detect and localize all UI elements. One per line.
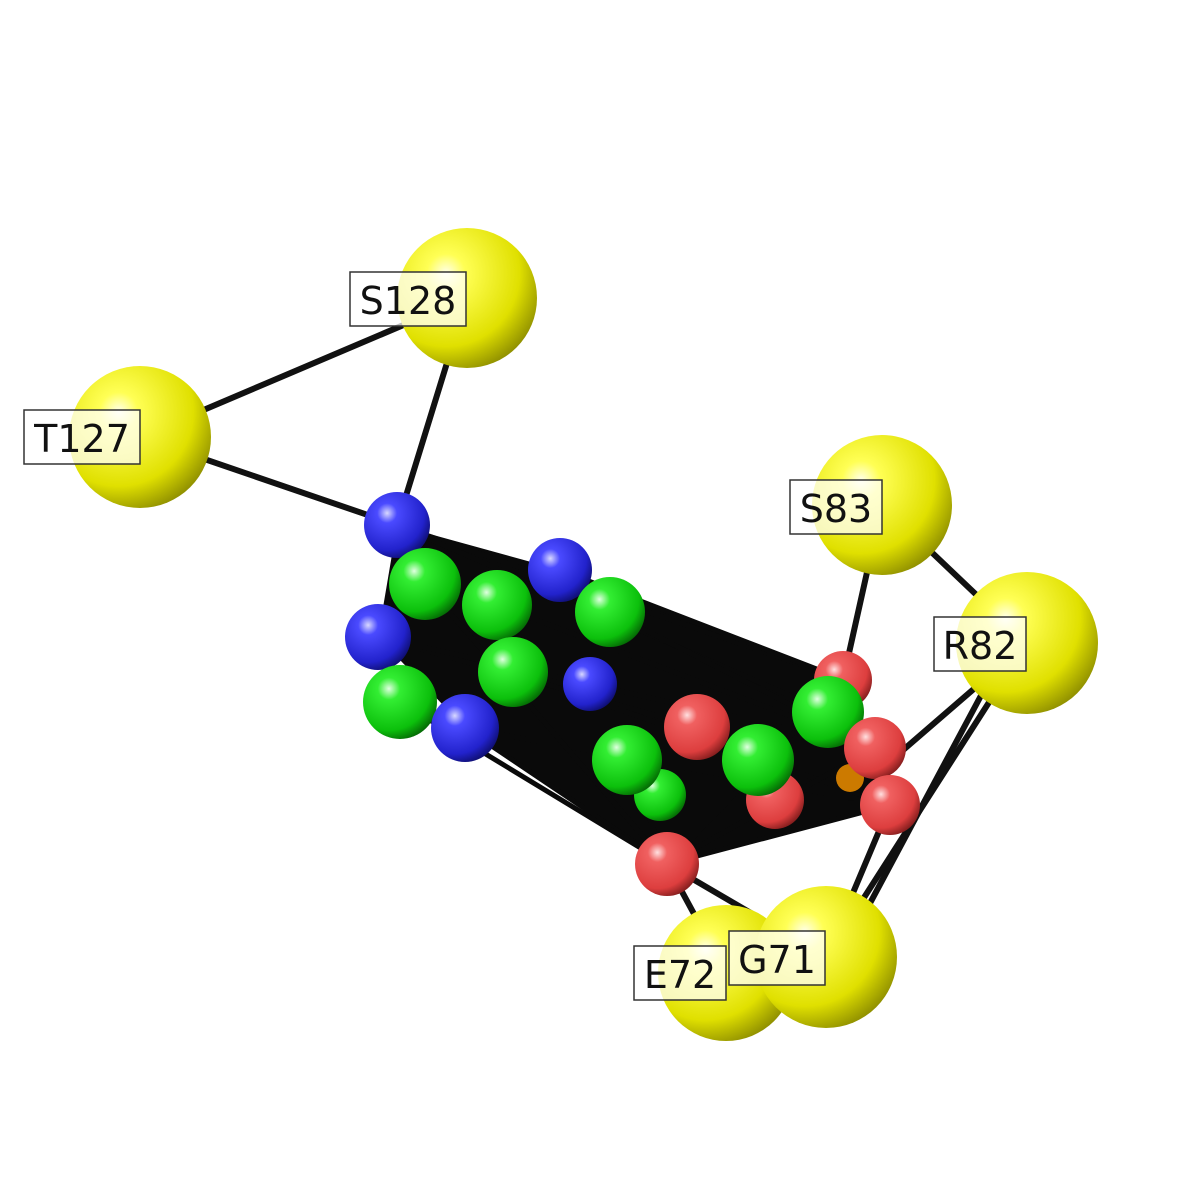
carbon-atom[interactable] — [575, 577, 645, 647]
carbon-atom[interactable] — [722, 724, 794, 796]
label-t127: T127 — [23, 409, 141, 465]
carbon-atom[interactable] — [478, 637, 548, 707]
label-s128: S128 — [349, 271, 467, 327]
carbon-atom[interactable] — [592, 725, 662, 795]
nitrogen-atom[interactable] — [528, 538, 592, 602]
oxygen-atom[interactable] — [860, 775, 920, 835]
label-s83-text: S83 — [800, 487, 872, 531]
label-s83: S83 — [789, 479, 883, 535]
residue-sphere-s128[interactable] — [397, 228, 537, 368]
bond-r82-g71-b — [842, 657, 1003, 953]
residue-sphere-g71[interactable] — [755, 886, 897, 1028]
nitrogen-atom[interactable] — [431, 694, 499, 762]
carbon-atom[interactable] — [363, 665, 437, 739]
atom-spheres — [345, 492, 920, 896]
nitrogen-atom[interactable] — [563, 657, 617, 711]
carbon-atom[interactable] — [462, 570, 532, 640]
nitrogen-atom[interactable] — [364, 492, 430, 558]
residue-labels: S128 T127 S83 R82 E72 G71 — [23, 271, 1027, 1001]
label-g71: G71 — [728, 930, 826, 986]
nitrogen-atom[interactable] — [345, 604, 411, 670]
label-s128-text: S128 — [360, 279, 457, 323]
oxygen-atom[interactable] — [664, 694, 730, 760]
carbon-atom[interactable] — [389, 548, 461, 620]
label-e72-text: E72 — [644, 953, 716, 997]
label-r82: R82 — [933, 616, 1027, 672]
label-e72: E72 — [633, 945, 727, 1001]
label-r82-text: R82 — [943, 624, 1018, 668]
oxygen-atom[interactable] — [635, 832, 699, 896]
label-g71-text: G71 — [738, 938, 816, 982]
label-t127-text: T127 — [33, 417, 130, 461]
residue-sphere-r82[interactable] — [956, 572, 1098, 714]
carbon-atom[interactable] — [792, 676, 864, 748]
oxygen-atom[interactable] — [844, 717, 906, 779]
